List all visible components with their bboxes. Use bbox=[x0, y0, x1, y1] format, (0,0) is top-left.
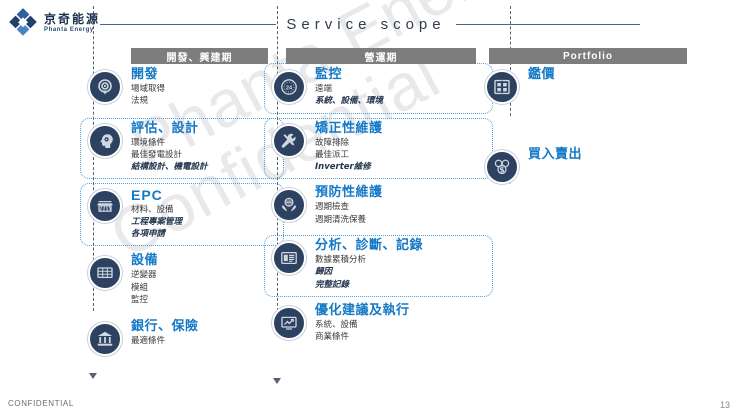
service-item-detail: 逆變器 bbox=[131, 270, 157, 281]
service-item-detail: 故障排除 bbox=[315, 137, 350, 148]
service-item[interactable]: 設備逆變器模組監控 bbox=[88, 254, 268, 306]
service-item-title: 評估、設計 bbox=[131, 120, 199, 136]
money-exchange-icon bbox=[485, 150, 519, 184]
service-item-detail: 最適條件 bbox=[131, 336, 166, 347]
service-item-title: 矯正性維護 bbox=[315, 120, 383, 136]
service-item-detail: Inverter維修 bbox=[315, 162, 371, 173]
flow-arrow-development bbox=[89, 373, 97, 379]
wrench-screwdriver-icon bbox=[272, 123, 306, 158]
flow-spine-operation bbox=[277, 6, 278, 316]
service-item-body: 分析、診斷、記錄數據累積分析歸因完整記錄 bbox=[315, 238, 424, 291]
service-item-detail: 最佳派工 bbox=[315, 149, 350, 160]
service-item-title: 開發 bbox=[131, 67, 159, 82]
report-document-icon bbox=[272, 241, 306, 275]
head-gear-icon bbox=[88, 123, 122, 158]
service-item-body: 預防性維護週期檢查週期清洗保養 bbox=[315, 185, 383, 226]
service-item-detail: 材料、設備 bbox=[131, 204, 174, 215]
service-item-detail: 遠端 bbox=[315, 83, 333, 94]
service-item-body: 優化建議及執行系統、設備商業條件 bbox=[315, 302, 410, 344]
service-item-body: 設備逆變器模組監控 bbox=[131, 254, 158, 306]
bank-building-icon bbox=[88, 322, 122, 357]
service-item-title: EPC bbox=[131, 187, 163, 204]
service-item-body: 買入賣出 bbox=[528, 147, 583, 163]
flow-arrow-operation bbox=[273, 378, 281, 384]
column-operation: 24 監控遠端系統、設備、環境矯正性維護故障排除最佳派工 Inverter維修預防性… bbox=[272, 67, 477, 344]
service-item-body: 鑑價 bbox=[528, 67, 556, 83]
flow-spine-development bbox=[93, 6, 94, 311]
title-rule-left bbox=[100, 23, 277, 25]
service-item-detail: 模組 bbox=[131, 282, 149, 293]
service-item-title: 優化建議及執行 bbox=[315, 302, 410, 318]
service-item-detail: 結構設計、機電設計 bbox=[131, 162, 208, 173]
service-item-detail: 各項申請 bbox=[131, 229, 166, 240]
service-item[interactable]: 預防性維護週期檢查週期清洗保養 bbox=[272, 185, 477, 226]
service-item-detail: 完整記錄 bbox=[315, 279, 350, 290]
service-item-detail: 歸因 bbox=[315, 267, 333, 278]
service-item-title: 鑑價 bbox=[528, 67, 556, 82]
brand-logo: 京奇能源 Phanta Energy bbox=[8, 8, 100, 38]
service-item-title: 監控 bbox=[315, 67, 343, 82]
svg-text:24: 24 bbox=[286, 85, 293, 91]
diamond-grid-logo-icon bbox=[8, 8, 38, 38]
service-item-detail: 數據累積分析 bbox=[315, 254, 367, 265]
twentyfour-hour-clock-icon: 24 bbox=[272, 70, 306, 104]
service-item[interactable]: 分析、診斷、記錄數據累積分析歸因完整記錄 bbox=[272, 238, 477, 291]
service-item-detail: 系統、設備、環境 bbox=[315, 96, 384, 107]
service-item-detail: 監控 bbox=[131, 295, 149, 306]
appraisal-grid-icon bbox=[485, 70, 519, 104]
page-number: 13 bbox=[719, 400, 730, 410]
page-title-text: Service scope bbox=[286, 15, 446, 33]
service-item-title: 設備 bbox=[131, 253, 159, 269]
column-header-operation: 營運期 bbox=[286, 48, 476, 64]
service-item[interactable]: 優化建議及執行系統、設備商業條件 bbox=[272, 302, 477, 344]
service-item[interactable]: 買入賣出 bbox=[485, 147, 685, 184]
service-item-body: 評估、設計環境條件最佳發電設計結構設計、機電設計 bbox=[131, 120, 208, 174]
service-item[interactable]: 矯正性維護故障排除最佳派工 Inverter維修 bbox=[272, 120, 477, 174]
service-item[interactable]: 鑑價 bbox=[485, 67, 685, 104]
column-portfolio: 鑑價買入賣出 bbox=[485, 67, 685, 184]
service-item-body: 矯正性維護故障排除最佳派工 Inverter維修 bbox=[315, 120, 383, 174]
service-item-detail: 環境條件 bbox=[131, 137, 166, 148]
service-item[interactable]: 評估、設計環境條件最佳發電設計結構設計、機電設計 bbox=[88, 120, 268, 174]
service-item-title: 買入賣出 bbox=[528, 147, 583, 162]
confidential-label: CONFIDENTIAL bbox=[8, 399, 74, 408]
solar-panel-icon bbox=[88, 256, 122, 291]
solar-array-icon bbox=[88, 189, 122, 224]
service-item-detail: 商業條件 bbox=[315, 332, 350, 343]
service-item[interactable]: 24 監控遠端系統、設備、環境 bbox=[272, 67, 477, 108]
service-item-body: 開發場域取得法規 bbox=[131, 67, 166, 108]
hands-shield-globe-icon bbox=[272, 188, 306, 223]
service-item-detail: 法規 bbox=[131, 96, 149, 107]
service-item-body: 監控遠端系統、設備、環境 bbox=[315, 67, 384, 108]
service-item[interactable]: 銀行、保險最適條件 bbox=[88, 319, 268, 357]
page-title: Service scope bbox=[0, 13, 740, 35]
service-item-detail: 系統、設備 bbox=[315, 319, 358, 330]
brand-name-en: Phanta Energy bbox=[44, 27, 94, 34]
service-item-detail: 週期清洗保養 bbox=[315, 214, 367, 225]
service-item-detail: 最佳發電設計 bbox=[131, 149, 183, 160]
service-item-body: 銀行、保險最適條件 bbox=[131, 319, 199, 347]
service-item-detail: 場域取得 bbox=[131, 83, 166, 94]
service-item-title: 預防性維護 bbox=[315, 185, 383, 201]
service-item-title: 分析、診斷、記錄 bbox=[315, 238, 424, 253]
service-item-detail: 工程專案管理 bbox=[131, 216, 183, 227]
target-location-icon bbox=[88, 70, 122, 104]
title-rule-right bbox=[455, 23, 640, 25]
column-header-portfolio: Portfolio bbox=[489, 48, 687, 64]
column-header-development: 開發、興建期 bbox=[131, 48, 268, 64]
trend-chart-screen-icon bbox=[272, 305, 306, 340]
service-item[interactable]: 開發場域取得法規 bbox=[88, 67, 268, 108]
service-item-detail: 週期檢查 bbox=[315, 202, 350, 213]
service-item-title: 銀行、保險 bbox=[131, 319, 199, 335]
brand-name-cn: 京奇能源 bbox=[44, 11, 101, 26]
